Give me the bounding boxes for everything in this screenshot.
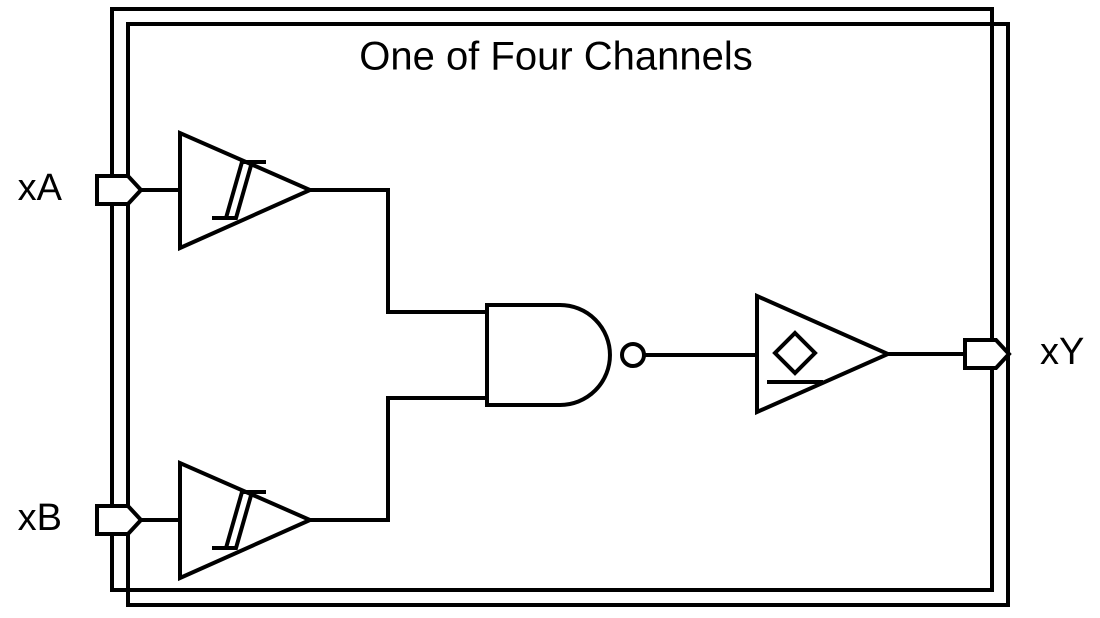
pin-connector-xB[interactable] <box>95 504 144 536</box>
wire-buffer-a-to-nand <box>308 188 489 314</box>
package-outline-back <box>126 22 1010 607</box>
buffer-a-hysteresis-icon <box>212 160 266 220</box>
pin-label-xB: xB <box>18 497 62 539</box>
nand-inversion-bubble <box>620 342 646 368</box>
page-title: One of Four Channels <box>359 35 753 79</box>
pin-connector-xY[interactable] <box>963 338 1012 370</box>
pin-label-xA: xA <box>18 167 63 209</box>
wire-buffer-b-to-nand <box>308 396 489 522</box>
pin-connector-xA[interactable] <box>95 174 144 206</box>
buffer-b-hysteresis-icon <box>212 490 266 550</box>
nand-gate-body <box>485 303 612 407</box>
open-drain-diamond-icon <box>772 330 818 376</box>
package-outline-front <box>110 7 994 592</box>
pin-label-xY: xY <box>1040 331 1084 373</box>
